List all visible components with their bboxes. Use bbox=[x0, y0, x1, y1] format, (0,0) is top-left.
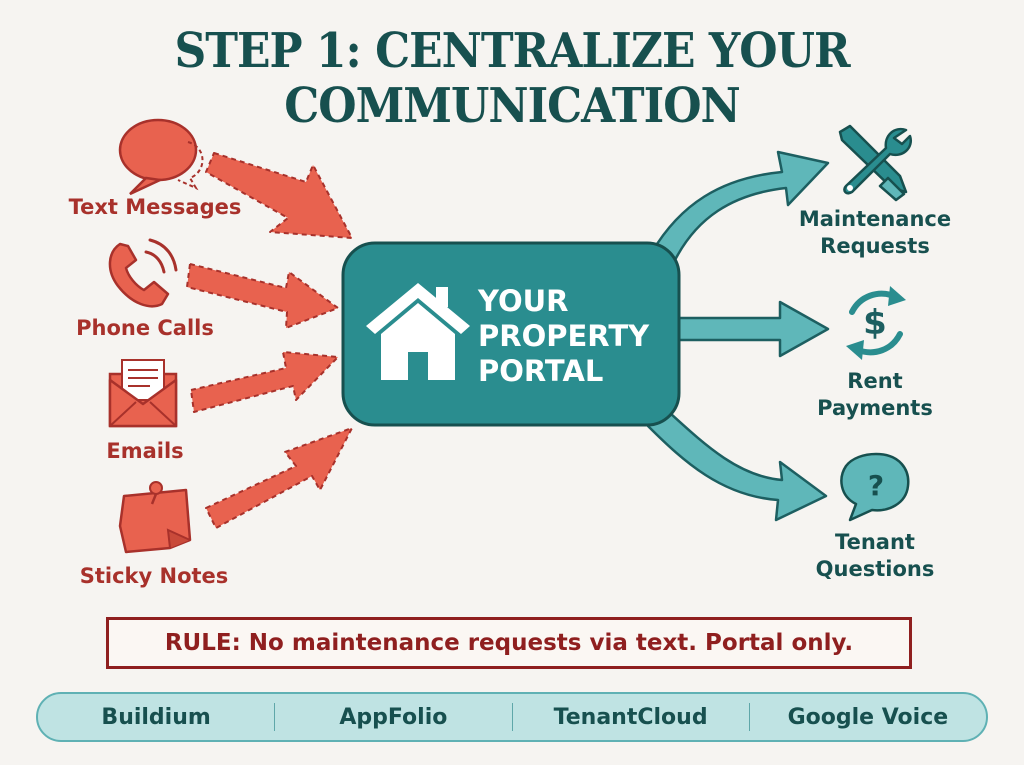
envelope-icon bbox=[108, 359, 178, 428]
rule-box: RULE: No maintenance requests via text. … bbox=[106, 617, 912, 669]
tool-appfolio: AppFolio bbox=[339, 704, 448, 730]
tool-divider bbox=[748, 703, 750, 731]
arrow-text-messages bbox=[205, 152, 353, 239]
house-icon bbox=[366, 283, 470, 380]
question-bubble-icon: ? bbox=[840, 452, 910, 522]
arrow-sticky-notes bbox=[205, 427, 353, 529]
label-sticky-notes: Sticky Notes bbox=[79, 564, 229, 588]
label-rent-line2: Payments bbox=[817, 396, 933, 420]
label-rent-payments: Rent Payments bbox=[800, 368, 950, 422]
svg-text:?: ? bbox=[868, 469, 884, 502]
label-text-messages: Text Messages bbox=[68, 195, 242, 219]
phone-icon bbox=[108, 238, 178, 308]
tool-divider bbox=[511, 703, 513, 731]
label-tenant-line1: Tenant bbox=[835, 530, 915, 554]
label-tenant-questions: Tenant Questions bbox=[800, 529, 950, 583]
arrow-rent bbox=[674, 300, 830, 358]
portal-box bbox=[341, 241, 681, 427]
rule-text: RULE: No maintenance requests via text. … bbox=[164, 630, 854, 656]
portal-line-3: PORTAL bbox=[478, 354, 604, 388]
wrench-screwdriver-icon bbox=[838, 124, 913, 202]
label-maintenance-requests: Maintenance Requests bbox=[790, 206, 960, 260]
tool-divider bbox=[274, 703, 276, 731]
tool-google-voice: Google Voice bbox=[787, 704, 949, 730]
label-maintenance-line1: Maintenance bbox=[798, 207, 952, 231]
arrow-maintenance bbox=[650, 150, 830, 264]
portal-line-2: PROPERTY bbox=[478, 319, 650, 353]
page-title: STEP 1: CENTRALIZE YOUR COMMUNICATION bbox=[174, 23, 850, 135]
label-tenant-line2: Questions bbox=[815, 557, 935, 581]
label-emails: Emails bbox=[106, 439, 184, 463]
arrow-emails bbox=[190, 351, 339, 413]
arrow-phone-calls bbox=[186, 263, 339, 329]
speech-bubble-icon bbox=[118, 118, 204, 196]
svg-text:$: $ bbox=[863, 303, 887, 343]
portal-title: YOUR PROPERTY PORTAL bbox=[478, 284, 649, 389]
dollar-cycle-icon: $ bbox=[846, 286, 906, 360]
tool-tenantcloud: TenantCloud bbox=[553, 704, 708, 730]
tools-bar: Buildium AppFolio TenantCloud Google Voi… bbox=[36, 692, 988, 742]
label-rent-line1: Rent bbox=[847, 369, 903, 393]
arrow-tenant-questions bbox=[646, 402, 828, 522]
label-phone-calls: Phone Calls bbox=[76, 316, 214, 340]
label-maintenance-line2: Requests bbox=[820, 234, 930, 258]
tool-buildium: Buildium bbox=[101, 704, 211, 730]
sticky-note-icon bbox=[118, 481, 192, 554]
portal-line-1: YOUR bbox=[478, 284, 569, 318]
